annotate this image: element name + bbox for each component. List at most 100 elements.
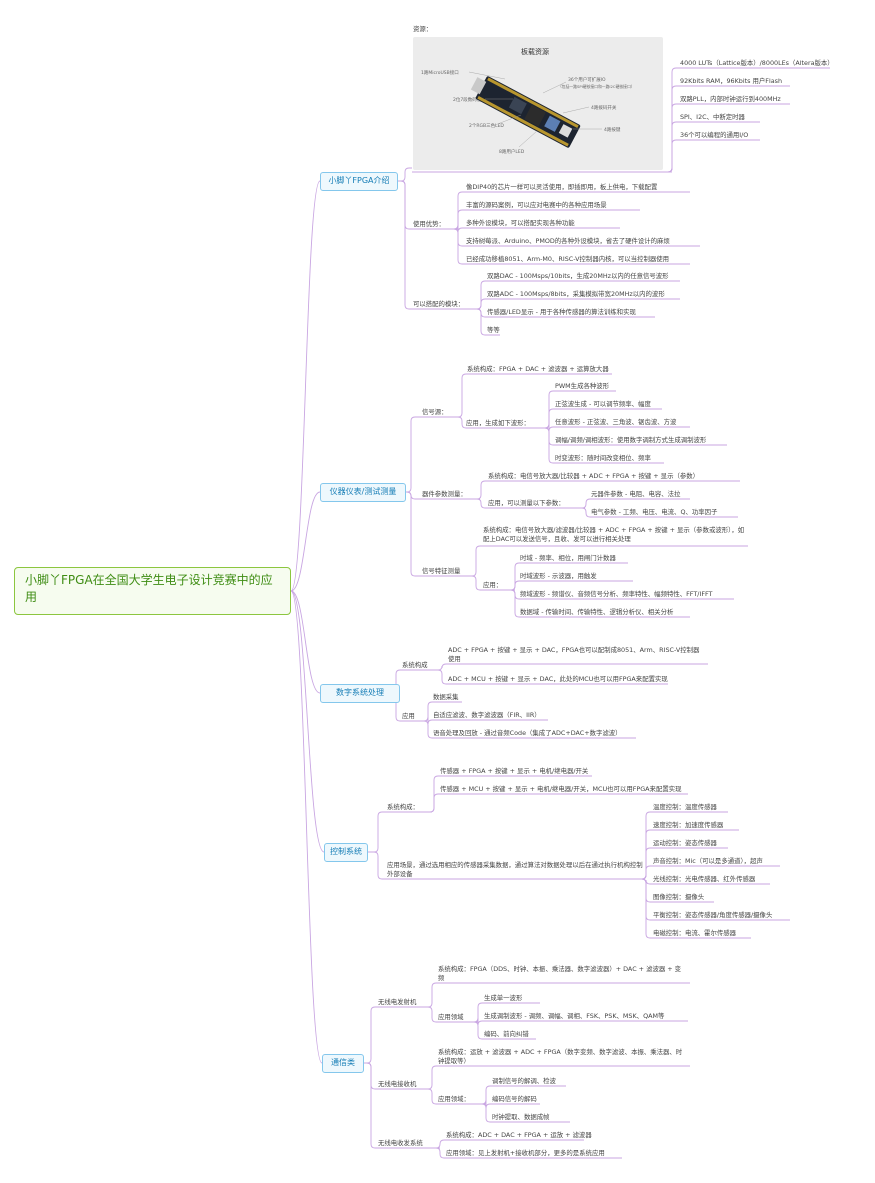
connector-line: [435, 1139, 584, 1149]
connector-line: [290, 590, 323, 1064]
topic-fpga-intro-text: 小脚丫FPGA介绍: [328, 176, 390, 185]
connector-line: [290, 590, 325, 853]
root-topic-text: 小脚丫FPGA在全国大学生电子设计竞赛中的应用: [25, 573, 273, 604]
connector-line: [398, 167, 412, 182]
label-component-measure: 器件参数测量：: [422, 490, 467, 498]
connector-line: [641, 829, 739, 880]
connector-line: [510, 589, 690, 618]
advantage-item: 多种外设模块，可以搭配实现各种功能: [466, 219, 575, 227]
board-photo: 板载资源 1路MicroUSB接口 2位7段数码管 2个RGB三色LED 8路用…: [413, 37, 663, 170]
label-application: 应用: [402, 712, 415, 720]
feature-app-label: 应用：: [483, 581, 503, 589]
component-item: 电气参数 - 工频、电压、电流、Q、功率因子: [591, 508, 718, 516]
label-system: 系统构成：: [387, 803, 419, 811]
connector-line: [581, 498, 690, 509]
resource-item: 4000 LUTs（Lattice版本）/8000LEs（Altera版本）: [680, 59, 834, 67]
photo-label: 1路MicroUSB接口: [421, 71, 459, 76]
connector-line: [290, 180, 321, 592]
connector-line: [427, 1088, 486, 1105]
feature-item: 频域波形 - 频谱仪、音频信号分析、频率特性、幅频特性、FFT/IFFT: [520, 590, 713, 598]
connector-line: [437, 669, 668, 685]
label-signal-feature: 信号特征测量: [422, 567, 461, 575]
root-topic[interactable]: 小脚丫FPGA在全国大学生电子设计竞赛中的应用: [14, 567, 291, 615]
control-item: 电磁控制：电流、霍尔传感器: [653, 929, 737, 937]
connector-line: [364, 1006, 430, 1064]
waveform-item: 调幅/调频/调相波形：使用数字调制方式生成调制波形: [555, 436, 707, 444]
control-item: 图像控制：摄像头: [653, 893, 705, 901]
photo-label: 2位7段数码管: [453, 98, 482, 103]
connector-line: [453, 228, 690, 265]
photo-label: （包括一路SPI硬核接口和一路I2C硬核接口）: [558, 84, 635, 89]
photo-label: 4路按键: [604, 128, 621, 133]
label-signal-source: 信号源：: [422, 408, 448, 416]
topic-digital-system-text: 数字系统处理: [336, 688, 384, 697]
topic-control-system[interactable]: 控制系统: [324, 843, 368, 862]
control-item: 速度控制：加速度传感器: [653, 821, 724, 829]
module-item: 双路ADC - 100Msps/8bits，采集模拟带宽20MHz以内的波形: [487, 290, 665, 298]
receiver-system: 系统构成：运放 + 滤波器 + ADC + FPGA（数字变频、数字滤波、本振、…: [438, 1048, 683, 1065]
connector-line: [398, 180, 480, 310]
photo-label: 8路用户LED: [499, 150, 525, 155]
connector-line: [427, 1006, 478, 1023]
waveform-item: PWM生成各种波形: [555, 382, 610, 390]
receiver-app-label: 应用领域：: [438, 1095, 470, 1103]
module-item: 双路DAC - 100Msps/10bits，生成20MHz以内的任意信号波形: [487, 272, 669, 280]
application-scenario: 应用场景，通过选用相应的传感器采集数据，通过算法对数据处理以后在通过执行机构控制…: [387, 861, 643, 878]
transmitter-item: 生成单一波形: [484, 994, 523, 1002]
signal-system: 系统构成：FPGA + DAC + 滤波器 + 运算放大器: [467, 365, 609, 373]
connector-line: [544, 427, 664, 464]
receiver-item: 时钟提取、数据成帧: [492, 1113, 550, 1121]
photo-label: 2个RGB三色LED: [469, 124, 504, 129]
topic-fpga-intro[interactable]: 小脚丫FPGA介绍: [320, 172, 398, 191]
label-modules: 可以搭配的模块：: [413, 300, 465, 308]
label-receiver: 无线电接收机: [378, 1080, 417, 1088]
feature-system: 系统构成：电信号放大器/滤波器/比较器 + ADC + FPGA + 按键 + …: [483, 526, 745, 543]
topic-instruments-text: 仪器仪表/测试测量: [329, 487, 397, 496]
control-item: 运动控制：姿态传感器: [653, 839, 717, 847]
advantage-item: 已经成功移植8051、Arm-M0、RISC-V控制器内核，可以当控制器使用: [466, 255, 670, 263]
system-item: 传感器 + MCU + 按键 + 显示 + 电机/继电器/开关，MCU也可以用F…: [440, 785, 682, 793]
advantage-item: 像DIP40的芯片一样可以灵活使用，即插即用，板上供电，下载配置: [466, 183, 658, 191]
receiver-item: 调制信号的解调、检波: [492, 1077, 556, 1085]
component-item: 元器件参数 - 电阻、电容、法拉: [591, 490, 681, 498]
topic-control-system-text: 控制系统: [330, 847, 362, 856]
label-advantages: 使用优势：: [413, 220, 445, 228]
waveform-item: 时变波形：随时间改变相位、频率: [555, 454, 651, 462]
receiver-item: 编码信号的解码: [492, 1095, 537, 1103]
photo-label: 36个用户可扩展IO: [568, 78, 606, 83]
transceiver-app: 应用领域：见上发射机+接收机部分，更多的是系统应用: [446, 1149, 605, 1157]
photo-label: 4路拨码开关: [591, 106, 617, 111]
signal-app-label: 应用，生成如下波形：: [466, 419, 530, 427]
connector-line: [481, 1103, 570, 1123]
connector-line: [423, 720, 636, 739]
connector-line: [427, 982, 690, 1008]
connector-line: [470, 575, 515, 591]
connector-line: [457, 373, 612, 418]
connector-line: [368, 851, 645, 880]
feature-item: 时域 - 频率、相位，用闸门计数器: [520, 554, 616, 562]
resource-item: SPI、I2C、中断定时器: [680, 113, 745, 121]
topic-communication[interactable]: 通信类: [322, 1054, 364, 1073]
connector-line: [437, 663, 708, 671]
system-item: 传感器 + FPGA + 按键 + 显示 + 电机/继电器/开关: [440, 767, 589, 775]
connector-line: [510, 580, 633, 591]
transmitter-item: 编码、前向纠错: [484, 1030, 529, 1038]
label-transceiver: 无线电收发系统: [378, 1139, 423, 1147]
component-app-label: 应用，可以测量以下参数：: [488, 499, 565, 507]
connector-line: [435, 1147, 622, 1159]
topic-instruments[interactable]: 仪器仪表/测试测量: [320, 483, 406, 502]
resource-item: 36个可以编程的通用I/O: [680, 131, 749, 139]
label-resources: 资源：: [413, 25, 433, 33]
topic-digital-system[interactable]: 数字系统处理: [320, 684, 400, 703]
connector-line: [664, 121, 760, 173]
control-item: 光线控制：光电传感器、红外传感器: [653, 875, 756, 883]
transmitter-item: 生成调制波形 - 调频、调幅、调相、FSK、PSK、MSK、QAM等: [484, 1012, 665, 1020]
feature-item: 时域波形 - 示波器，用触发: [520, 572, 597, 580]
feature-item: 数据域 - 传输时间、传输特性、逻辑分析仪、相关分析: [520, 608, 674, 616]
connector-line: [368, 811, 432, 853]
module-item: 传感器/LED显示 - 用于各种传感器的算法训练和实现: [487, 308, 636, 316]
application-item: 语音处理及回放 - 通过音频Code（集成了ADC+DAC+数字滤波）: [433, 729, 622, 737]
connector-line: [406, 416, 460, 493]
transmitter-app-label: 应用领域: [438, 1013, 464, 1021]
